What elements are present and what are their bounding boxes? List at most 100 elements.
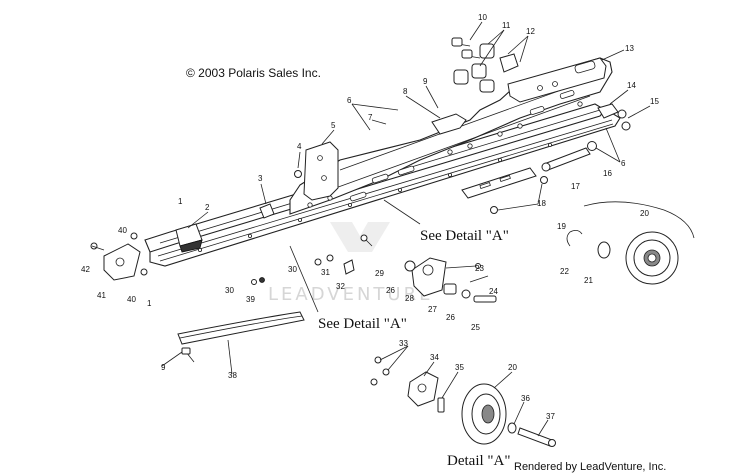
copyright-text: © 2003 Polaris Sales Inc. xyxy=(186,66,321,80)
callout-23: 23 xyxy=(475,264,484,273)
callout-30a: 30 xyxy=(288,265,297,274)
detail-a-title: Detail "A" xyxy=(447,453,510,469)
callout-41: 41 xyxy=(97,291,106,300)
spacer-18 xyxy=(461,167,537,199)
nut-33b xyxy=(382,368,390,376)
leader-detail-lower xyxy=(289,245,319,313)
washer-16 xyxy=(587,141,597,151)
bolt-4 xyxy=(294,170,302,178)
rear-end-plate xyxy=(507,57,607,103)
callout-9a: 9 xyxy=(423,77,428,86)
callout-32: 32 xyxy=(336,282,345,291)
callout-14: 14 xyxy=(627,81,636,90)
washer-26a xyxy=(404,260,416,272)
axle-37 xyxy=(517,427,553,447)
callout-27: 27 xyxy=(428,305,437,314)
washer-30b xyxy=(314,258,322,266)
callout-20a: 20 xyxy=(640,209,649,218)
callout-33: 33 xyxy=(399,339,408,348)
callout-35: 35 xyxy=(455,363,464,372)
callout-10: 10 xyxy=(478,13,487,22)
bushing-27 xyxy=(443,283,457,295)
block-12a xyxy=(499,53,519,73)
callout-39: 39 xyxy=(246,295,255,304)
callout-28: 28 xyxy=(405,294,414,303)
callout-38: 38 xyxy=(228,371,237,380)
nut-33c xyxy=(370,378,378,386)
callout-1a: 1 xyxy=(178,197,183,206)
tensioner-upper xyxy=(404,257,497,303)
callout-5: 5 xyxy=(331,121,336,130)
bolt-32 xyxy=(343,259,355,275)
callout-36: 36 xyxy=(521,394,530,403)
circlip-22 xyxy=(566,230,583,247)
callout-22: 22 xyxy=(560,267,569,276)
callout-3: 3 xyxy=(258,174,263,183)
axle-17 xyxy=(543,147,591,171)
callout-26a: 26 xyxy=(386,286,395,295)
washer-31 xyxy=(326,254,334,262)
callout-40b: 40 xyxy=(127,295,136,304)
callout-19: 19 xyxy=(557,222,566,231)
leader-lines xyxy=(161,21,651,437)
see-detail-upper: See Detail "A" xyxy=(420,228,509,244)
front-plate xyxy=(303,141,339,201)
bolt-25 xyxy=(473,295,497,303)
callout-37: 37 xyxy=(546,412,555,421)
clip-3 xyxy=(259,203,275,219)
washer-40a xyxy=(130,232,138,240)
callout-11: 11 xyxy=(502,21,511,30)
see-detail-lower: See Detail "A" xyxy=(318,316,407,332)
callout-26b: 26 xyxy=(446,313,455,322)
callout-13: 13 xyxy=(625,44,634,53)
callout-20b: 20 xyxy=(508,363,517,372)
washer-30a xyxy=(251,279,257,285)
wheel-assembly-right xyxy=(566,201,695,285)
nut-15b xyxy=(621,121,631,131)
callout-24: 24 xyxy=(489,287,498,296)
nut-39 xyxy=(259,277,265,283)
callout-4: 4 xyxy=(297,142,302,151)
slide-38 xyxy=(177,311,305,345)
callout-8: 8 xyxy=(403,87,408,96)
callout-40a: 40 xyxy=(118,226,127,235)
callout-34: 34 xyxy=(430,353,439,362)
callout-25: 25 xyxy=(471,323,480,332)
callout-6b: 6 xyxy=(621,159,626,168)
callout-16: 16 xyxy=(603,169,612,178)
callout-6a: 6 xyxy=(347,96,352,105)
callout-17: 17 xyxy=(571,182,580,191)
callout-31: 31 xyxy=(321,268,330,277)
bolt-18a xyxy=(490,206,498,214)
upper-bolts xyxy=(451,37,519,93)
callout-12: 12 xyxy=(526,27,535,36)
nut-33a xyxy=(374,356,382,364)
bolt-18b xyxy=(540,176,548,184)
nut-15a xyxy=(617,109,627,119)
callout-18: 18 xyxy=(537,199,546,208)
callout-labels: 1 2 3 4 5 6 7 8 9 10 11 12 13 14 15 6 16… xyxy=(81,13,659,421)
front-block-41 xyxy=(90,232,148,281)
washer-26b xyxy=(461,289,471,299)
callout-15: 15 xyxy=(650,97,659,106)
bushing-11a xyxy=(479,43,495,59)
leader-detail-upper xyxy=(383,199,421,225)
bushing-11b xyxy=(471,63,487,79)
callout-30b: 30 xyxy=(225,286,234,295)
bearing-21 xyxy=(597,241,611,259)
watermark-logo xyxy=(330,222,390,252)
detail-a-assembly xyxy=(370,356,556,447)
callout-21: 21 xyxy=(584,276,593,285)
callout-29: 29 xyxy=(375,269,384,278)
rendered-by: Rendered by LeadVenture, Inc. xyxy=(514,461,666,473)
washer-40b xyxy=(140,268,148,276)
bushing-12b xyxy=(453,69,469,85)
callout-7: 7 xyxy=(368,113,373,122)
callout-1b: 1 xyxy=(147,299,152,308)
callout-9b: 9 xyxy=(161,363,166,372)
bolt-35 xyxy=(437,397,445,413)
callout-2: 2 xyxy=(205,203,210,212)
washer-36 xyxy=(507,422,517,434)
bracket-8 xyxy=(431,113,467,135)
